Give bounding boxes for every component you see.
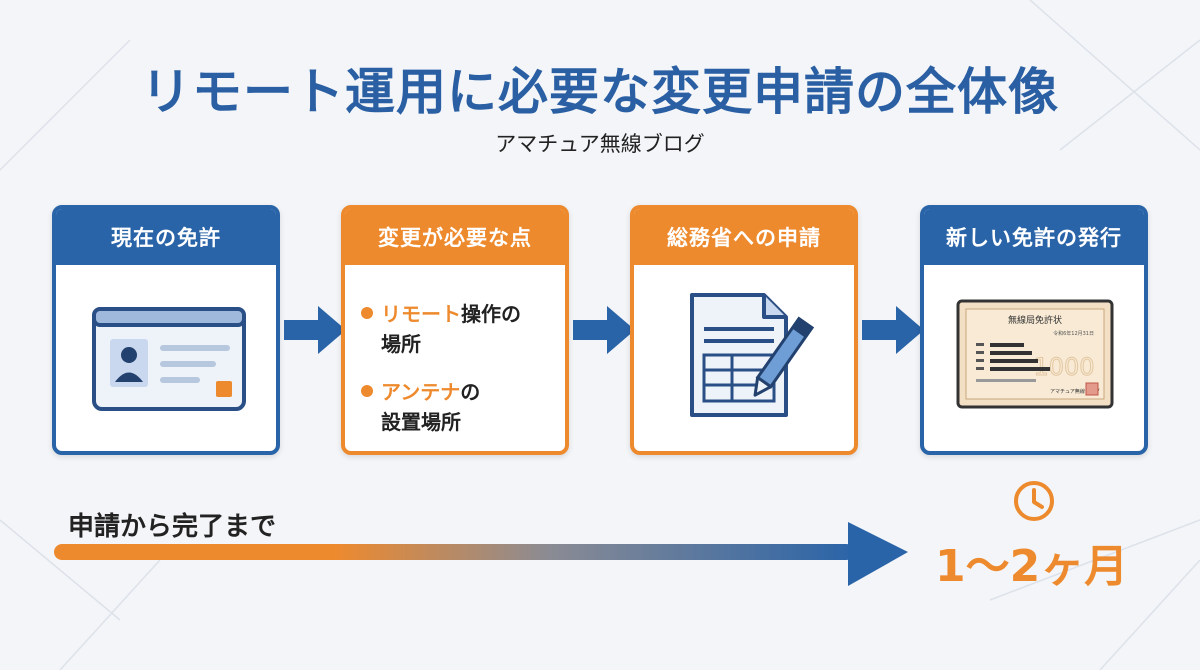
point-text: 設置場所: [381, 410, 461, 434]
bullet-dot: [361, 307, 373, 319]
duration-value: 1〜2ヶ月: [935, 541, 1129, 592]
change-point-antenna: アンテナの 設置場所: [361, 377, 561, 437]
step-card-required-changes: 変更が必要な点 リモート操作の 場所 アンテナの 設置場所: [341, 205, 569, 455]
timeline-label: 申請から完了まで: [68, 512, 277, 542]
document-pen-icon: [690, 293, 815, 417]
point-highlight: アンテナ: [381, 380, 461, 404]
step-title: 総務省への申請: [634, 209, 854, 265]
arrow-right-icon: [573, 306, 635, 354]
license-title: 無線局免許状: [1008, 314, 1062, 326]
point-highlight: リモート: [381, 302, 461, 326]
page-subtitle: アマチュア無線ブログ: [495, 132, 705, 156]
step-title: 新しい免許の発行: [924, 209, 1144, 265]
step-card-current-license: 現在の免許: [52, 205, 280, 455]
license-date: 令和6年12月31日: [1053, 330, 1094, 337]
change-point-remote: リモート操作の 場所: [361, 299, 561, 359]
step-title: 変更が必要な点: [345, 209, 565, 265]
point-text: 操作の: [461, 302, 521, 326]
bullet-dot: [361, 385, 373, 397]
timeline-arrow: [54, 522, 908, 586]
license-blog: アマチュア無線ブログ: [1050, 388, 1100, 395]
point-text: の: [460, 380, 481, 404]
page-title: リモート運用に必要な変更申請の全体像: [141, 63, 1059, 121]
step-card-new-license: 新しい免許の発行 無線局免許状 令和6年12月31日 1000 アマチュア無線ブ…: [920, 205, 1148, 455]
step-card-ministry-application: 総務省への申請: [630, 205, 858, 455]
id-card-icon: [92, 307, 246, 411]
step-title: 現在の免許: [56, 209, 276, 265]
license-certificate-icon: 無線局免許状 令和6年12月31日 1000 アマチュア無線ブログ: [956, 299, 1114, 409]
arrow-right-icon: [284, 306, 346, 354]
arrow-right-icon: [862, 306, 924, 354]
clock-icon: [1014, 481, 1054, 521]
point-text: 場所: [381, 332, 421, 356]
